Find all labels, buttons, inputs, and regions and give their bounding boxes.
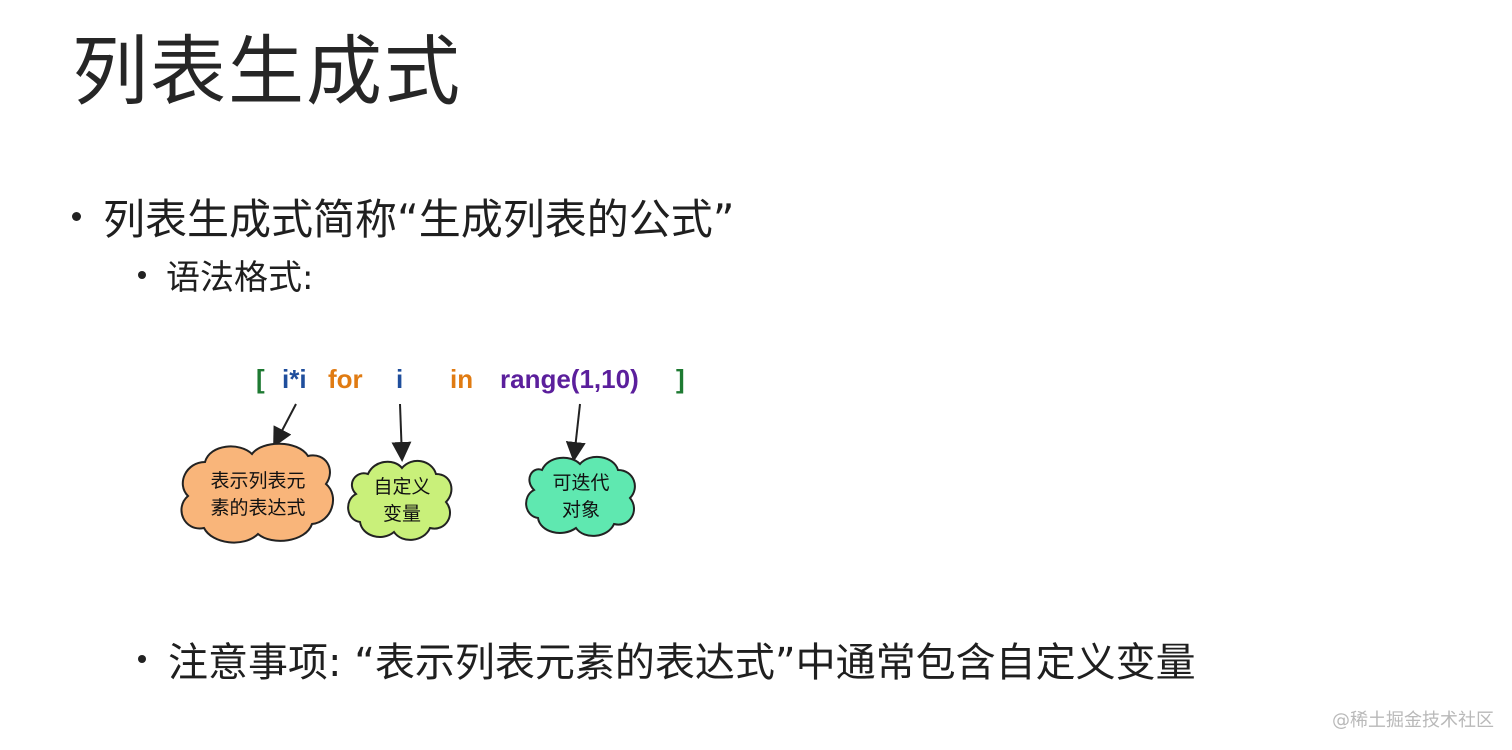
callout-line: 素的表达式	[210, 497, 306, 519]
bullet-syntax: 语法格式:	[138, 250, 313, 299]
code-token-close-bracket: ]	[676, 364, 685, 394]
callout-line: 对象	[561, 499, 600, 521]
callout-iterable: 可迭代 对象	[536, 470, 626, 524]
callout-line: 变量	[382, 503, 421, 525]
bullet-dot	[138, 655, 146, 663]
code-token-for: for	[328, 364, 363, 394]
code-token-iterable: range(1,10)	[500, 364, 639, 394]
arrow-variable	[391, 403, 412, 462]
callout-line: 表示列表元	[210, 470, 306, 492]
callout-line: 自定义	[373, 476, 431, 498]
callout-expression: 表示列表元 素的表达式	[200, 468, 316, 522]
arrow-iterable	[565, 403, 586, 462]
bullet-text: 注意事项: “表示列表元素的表达式”中通常包含自定义变量	[168, 640, 1196, 686]
code-token-open-bracket: [	[256, 364, 265, 394]
callout-line: 可迭代	[552, 472, 610, 494]
code-token-variable: i	[396, 364, 404, 394]
arrow-expression	[273, 403, 297, 448]
bullet-text: 语法格式:	[166, 258, 314, 298]
callout-variable: 自定义 变量	[360, 474, 444, 528]
watermark: @稀土掘金技术社区	[1332, 710, 1494, 731]
bullet-dot	[72, 212, 81, 221]
code-token-in: in	[450, 364, 474, 394]
bullet-note: 注意事项: “表示列表元素的表达式”中通常包含自定义变量	[138, 630, 1196, 688]
code-token-expression: i*i	[282, 364, 307, 394]
slide-title: 列表生成式	[72, 27, 462, 116]
bullet-text: 列表生成式简称“生成列表的公式”	[103, 195, 735, 244]
bullet-dot	[138, 270, 146, 279]
bullet-definition: 列表生成式简称“生成列表的公式”	[72, 186, 735, 247]
